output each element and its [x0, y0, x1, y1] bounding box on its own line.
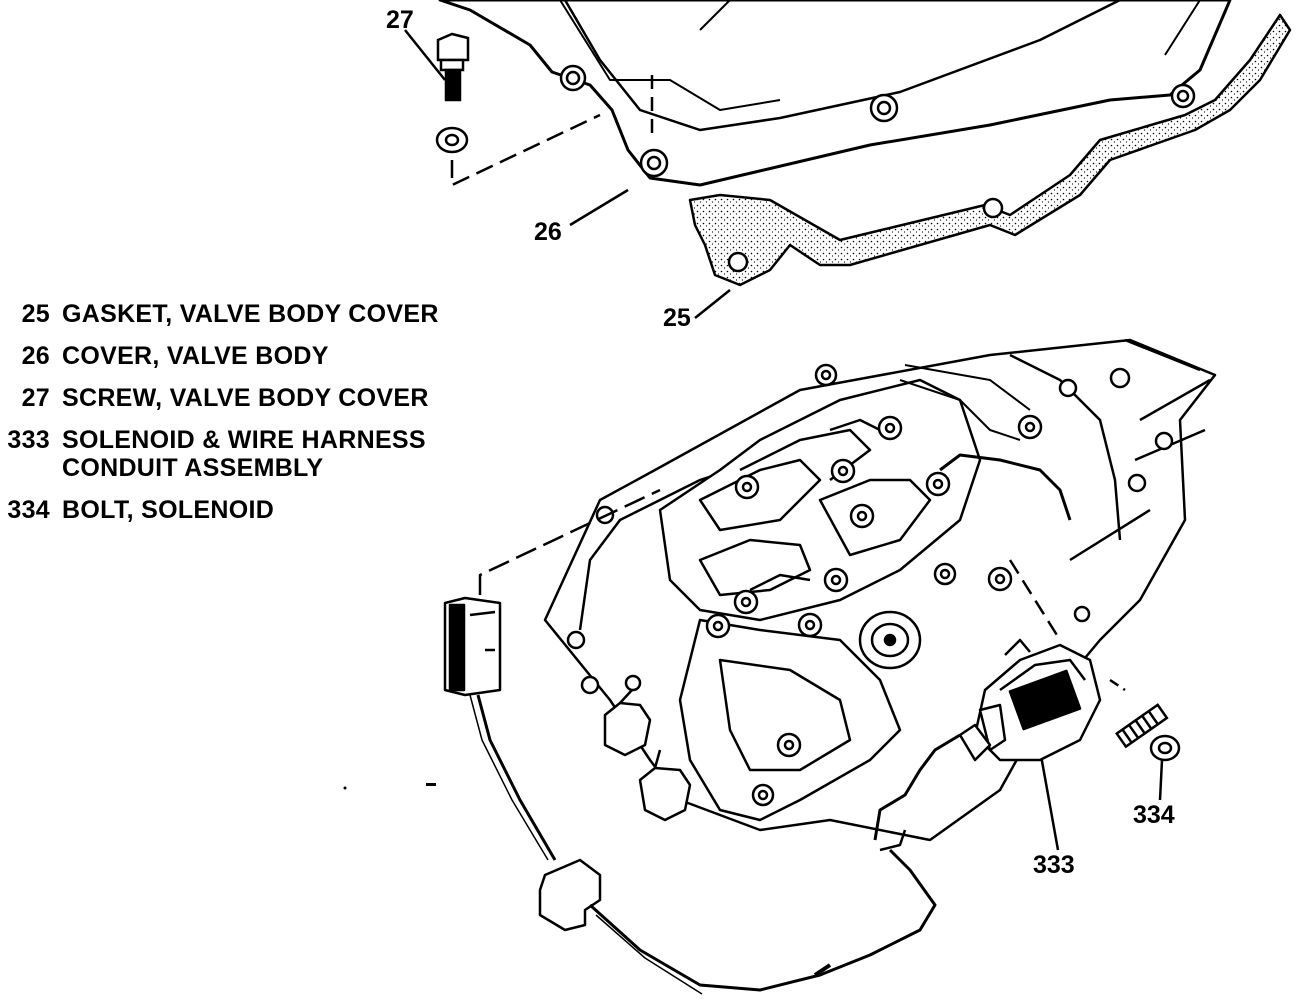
callout-26: 26 [534, 218, 562, 246]
legend-number: 334 [7, 496, 50, 524]
legend-number: 25 [21, 300, 50, 328]
valve-body-cover [438, 0, 1232, 187]
callout-27: 27 [386, 6, 414, 34]
parts-legend: 25 GASKET, VALVE BODY COVER 26 COVER, VA… [0, 300, 439, 538]
legend-description: BOLT, SOLENOID [62, 496, 275, 524]
legend-item: 334 BOLT, SOLENOID [0, 496, 439, 524]
legend-description: COVER, VALVE BODY [62, 342, 329, 370]
legend-description: SOLENOID & WIRE HARNESS CONDUIT ASSEMBLY [62, 426, 426, 482]
legend-number: 27 [21, 384, 50, 412]
legend-item: 27 SCREW, VALVE BODY COVER [0, 384, 439, 412]
legend-number: 333 [7, 426, 50, 454]
callout-334: 334 [1133, 801, 1175, 829]
cover-screw [435, 32, 654, 187]
legend-description: SCREW, VALVE BODY COVER [62, 384, 429, 412]
legend-item: 26 COVER, VALVE BODY [0, 342, 439, 370]
valve-body-cover-gasket [688, 13, 1292, 287]
callout-333: 333 [1033, 851, 1075, 879]
solenoid-bolt [1115, 703, 1181, 762]
specks [343, 783, 436, 790]
solenoid-harness [443, 364, 1126, 995]
leader-lines [404, 29, 1164, 851]
legend-number: 26 [21, 342, 50, 370]
valve-body-assembly [543, 338, 1217, 842]
legend-description: GASKET, VALVE BODY COVER [62, 300, 439, 328]
legend-item: 25 GASKET, VALVE BODY COVER [0, 300, 439, 328]
legend-item: 333 SOLENOID & WIRE HARNESS CONDUIT ASSE… [0, 426, 439, 482]
callout-25: 25 [663, 304, 691, 332]
